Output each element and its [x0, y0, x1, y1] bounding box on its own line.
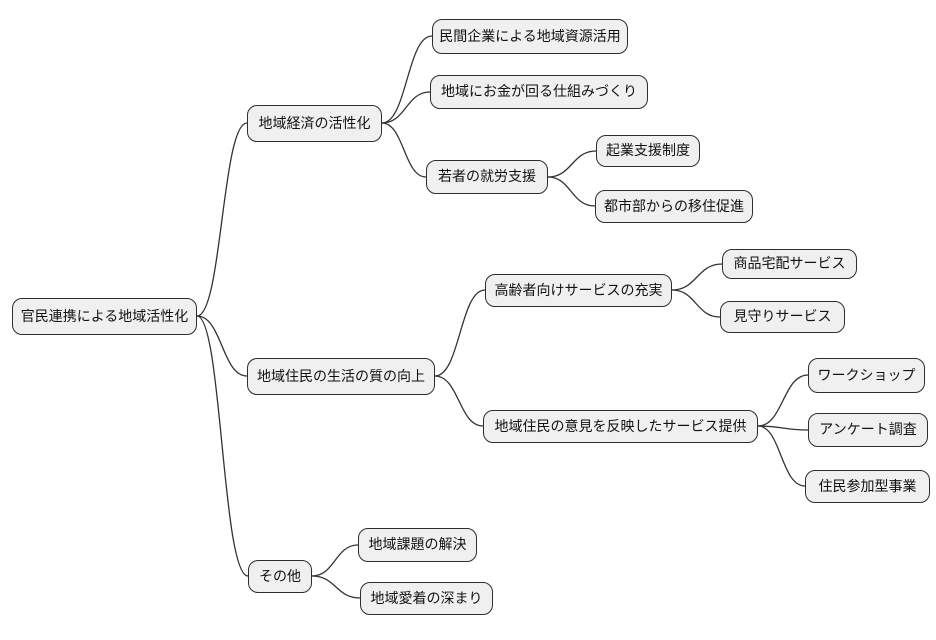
- edge-root-other: [196, 315, 249, 577]
- node-product-delivery-service[interactable]: 商品宅配サービス: [722, 249, 857, 279]
- edge-senior-delivery: [671, 263, 723, 291]
- edge-economy-private: [381, 35, 433, 124]
- node-local-money-circulation[interactable]: 地域にお金が回る仕組みづくり: [430, 75, 648, 109]
- edge-other-issues: [311, 544, 359, 577]
- node-regional-economy-revitalization[interactable]: 地域経済の活性化: [247, 105, 382, 142]
- edge-feedback-survey: [757, 425, 809, 431]
- edge-youth-startup: [547, 150, 597, 178]
- edge-quality-senior-services: [434, 289, 486, 377]
- edge-other-attachment: [311, 575, 361, 599]
- edge-economy-money-cycle: [381, 91, 431, 124]
- node-resident-feedback-services[interactable]: 地域住民の意見を反映したサービス提供: [483, 410, 758, 443]
- edge-feedback-workshop: [757, 374, 809, 427]
- node-resident-quality-of-life[interactable]: 地域住民の生活の質の向上: [247, 358, 435, 395]
- node-resident-participation-project[interactable]: 住民参加型事業: [805, 470, 930, 503]
- node-watch-over-service[interactable]: 見守りサービス: [720, 301, 845, 333]
- node-local-attachment-deepening[interactable]: 地域愛着の深まり: [360, 582, 493, 615]
- node-senior-services-enhancement[interactable]: 高齢者向けサービスの充実: [485, 274, 672, 307]
- node-urban-migration-promotion[interactable]: 都市部からの移住促進: [595, 190, 753, 223]
- node-workshop[interactable]: ワークショップ: [808, 358, 925, 393]
- edge-feedback-participation: [757, 425, 806, 487]
- edge-economy-youth-employment: [381, 122, 427, 178]
- node-local-issue-resolution[interactable]: 地域課題の解決: [358, 528, 477, 562]
- edge-senior-watch: [671, 289, 721, 318]
- node-private-company-resource-use[interactable]: 民間企業による地域資源活用: [432, 19, 628, 54]
- node-other[interactable]: その他: [248, 560, 312, 593]
- node-startup-support-system[interactable]: 起業支援制度: [596, 135, 700, 167]
- node-root-public-private-revitalization[interactable]: 官民連携による地域活性化: [12, 298, 197, 335]
- edge-quality-resident-feedback: [434, 375, 484, 427]
- node-youth-employment-support[interactable]: 若者の就労支援: [426, 160, 548, 194]
- edge-root-economy: [196, 122, 248, 317]
- edge-root-quality-of-life: [196, 315, 248, 377]
- node-questionnaire-survey[interactable]: アンケート調査: [808, 413, 928, 447]
- edge-youth-migration: [547, 176, 596, 207]
